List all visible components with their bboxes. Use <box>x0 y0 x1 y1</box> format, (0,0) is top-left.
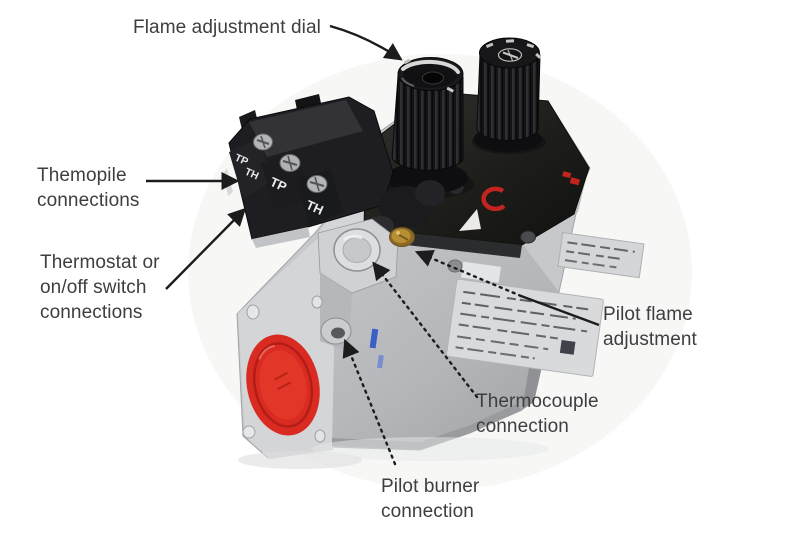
label-line: Thermostat or <box>40 252 160 273</box>
arrow-pilot-flame <box>414 249 523 298</box>
red-paint-mark <box>562 171 580 186</box>
label-line: Thermocouple <box>476 391 599 412</box>
label-line: connection <box>381 501 474 522</box>
arrow-pilot-flame-tail <box>520 294 600 327</box>
label-thermopile-connections: Themopile connections <box>37 163 140 213</box>
red-inlet-cap <box>246 334 320 436</box>
terminal-label-th-large: TH <box>304 197 326 218</box>
label-line: Pilot burner <box>381 476 480 497</box>
annotation-arrows <box>146 24 600 466</box>
label-line: connections <box>37 190 140 211</box>
white-triangle-marking <box>459 209 481 231</box>
terminal-block: TP TH TP TH <box>223 94 394 248</box>
arrow-flame-dial <box>329 24 403 61</box>
terminal-screw <box>306 175 328 193</box>
flame-adjustment-dial-knob <box>386 57 468 194</box>
label-line: Flame adjustment dial <box>133 17 321 38</box>
deck-screw <box>520 230 536 244</box>
pilot-burner-port <box>320 317 352 345</box>
small-label-sticker <box>557 232 645 279</box>
label-line: Pilot flame <box>603 304 693 325</box>
terminal-label-th-small: TH <box>243 166 261 183</box>
label-line: connections <box>40 302 143 323</box>
blue-paint-mark <box>369 328 379 349</box>
arrow-thermocouple <box>372 261 479 399</box>
terminal-screw <box>279 154 301 172</box>
blue-paint-mark <box>377 354 384 369</box>
terminal-label-tp-large: TP <box>268 174 290 195</box>
label-line: adjustment <box>603 329 697 350</box>
arrow-pilot-burner <box>342 338 397 466</box>
pilot-adjust-brass-screw <box>389 227 415 247</box>
label-flame-adjustment-dial: Flame adjustment dial <box>133 15 321 40</box>
arrow-thermostat <box>165 207 247 290</box>
label-thermocouple-connection: Thermocouple connection <box>476 389 599 439</box>
gas-control-knob <box>474 37 542 152</box>
label-line: Themopile <box>37 165 127 186</box>
white-tag <box>461 261 501 283</box>
terminal-label-tp-small: TP <box>233 152 250 168</box>
spec-label-sticker <box>446 278 604 377</box>
label-thermostat-connections: Thermostat or on/off switch connections <box>40 250 160 325</box>
red-arc-marking <box>481 186 506 212</box>
label-line: connection <box>476 416 569 437</box>
label-pilot-burner-connection: Pilot burner connection <box>381 474 479 524</box>
label-line: on/off switch <box>40 277 147 298</box>
terminal-screw <box>253 133 273 151</box>
dial-white-arc <box>401 59 460 74</box>
flange-bolt-holes <box>242 295 326 443</box>
label-pilot-flame-adjustment: Pilot flame adjustment <box>603 302 697 352</box>
